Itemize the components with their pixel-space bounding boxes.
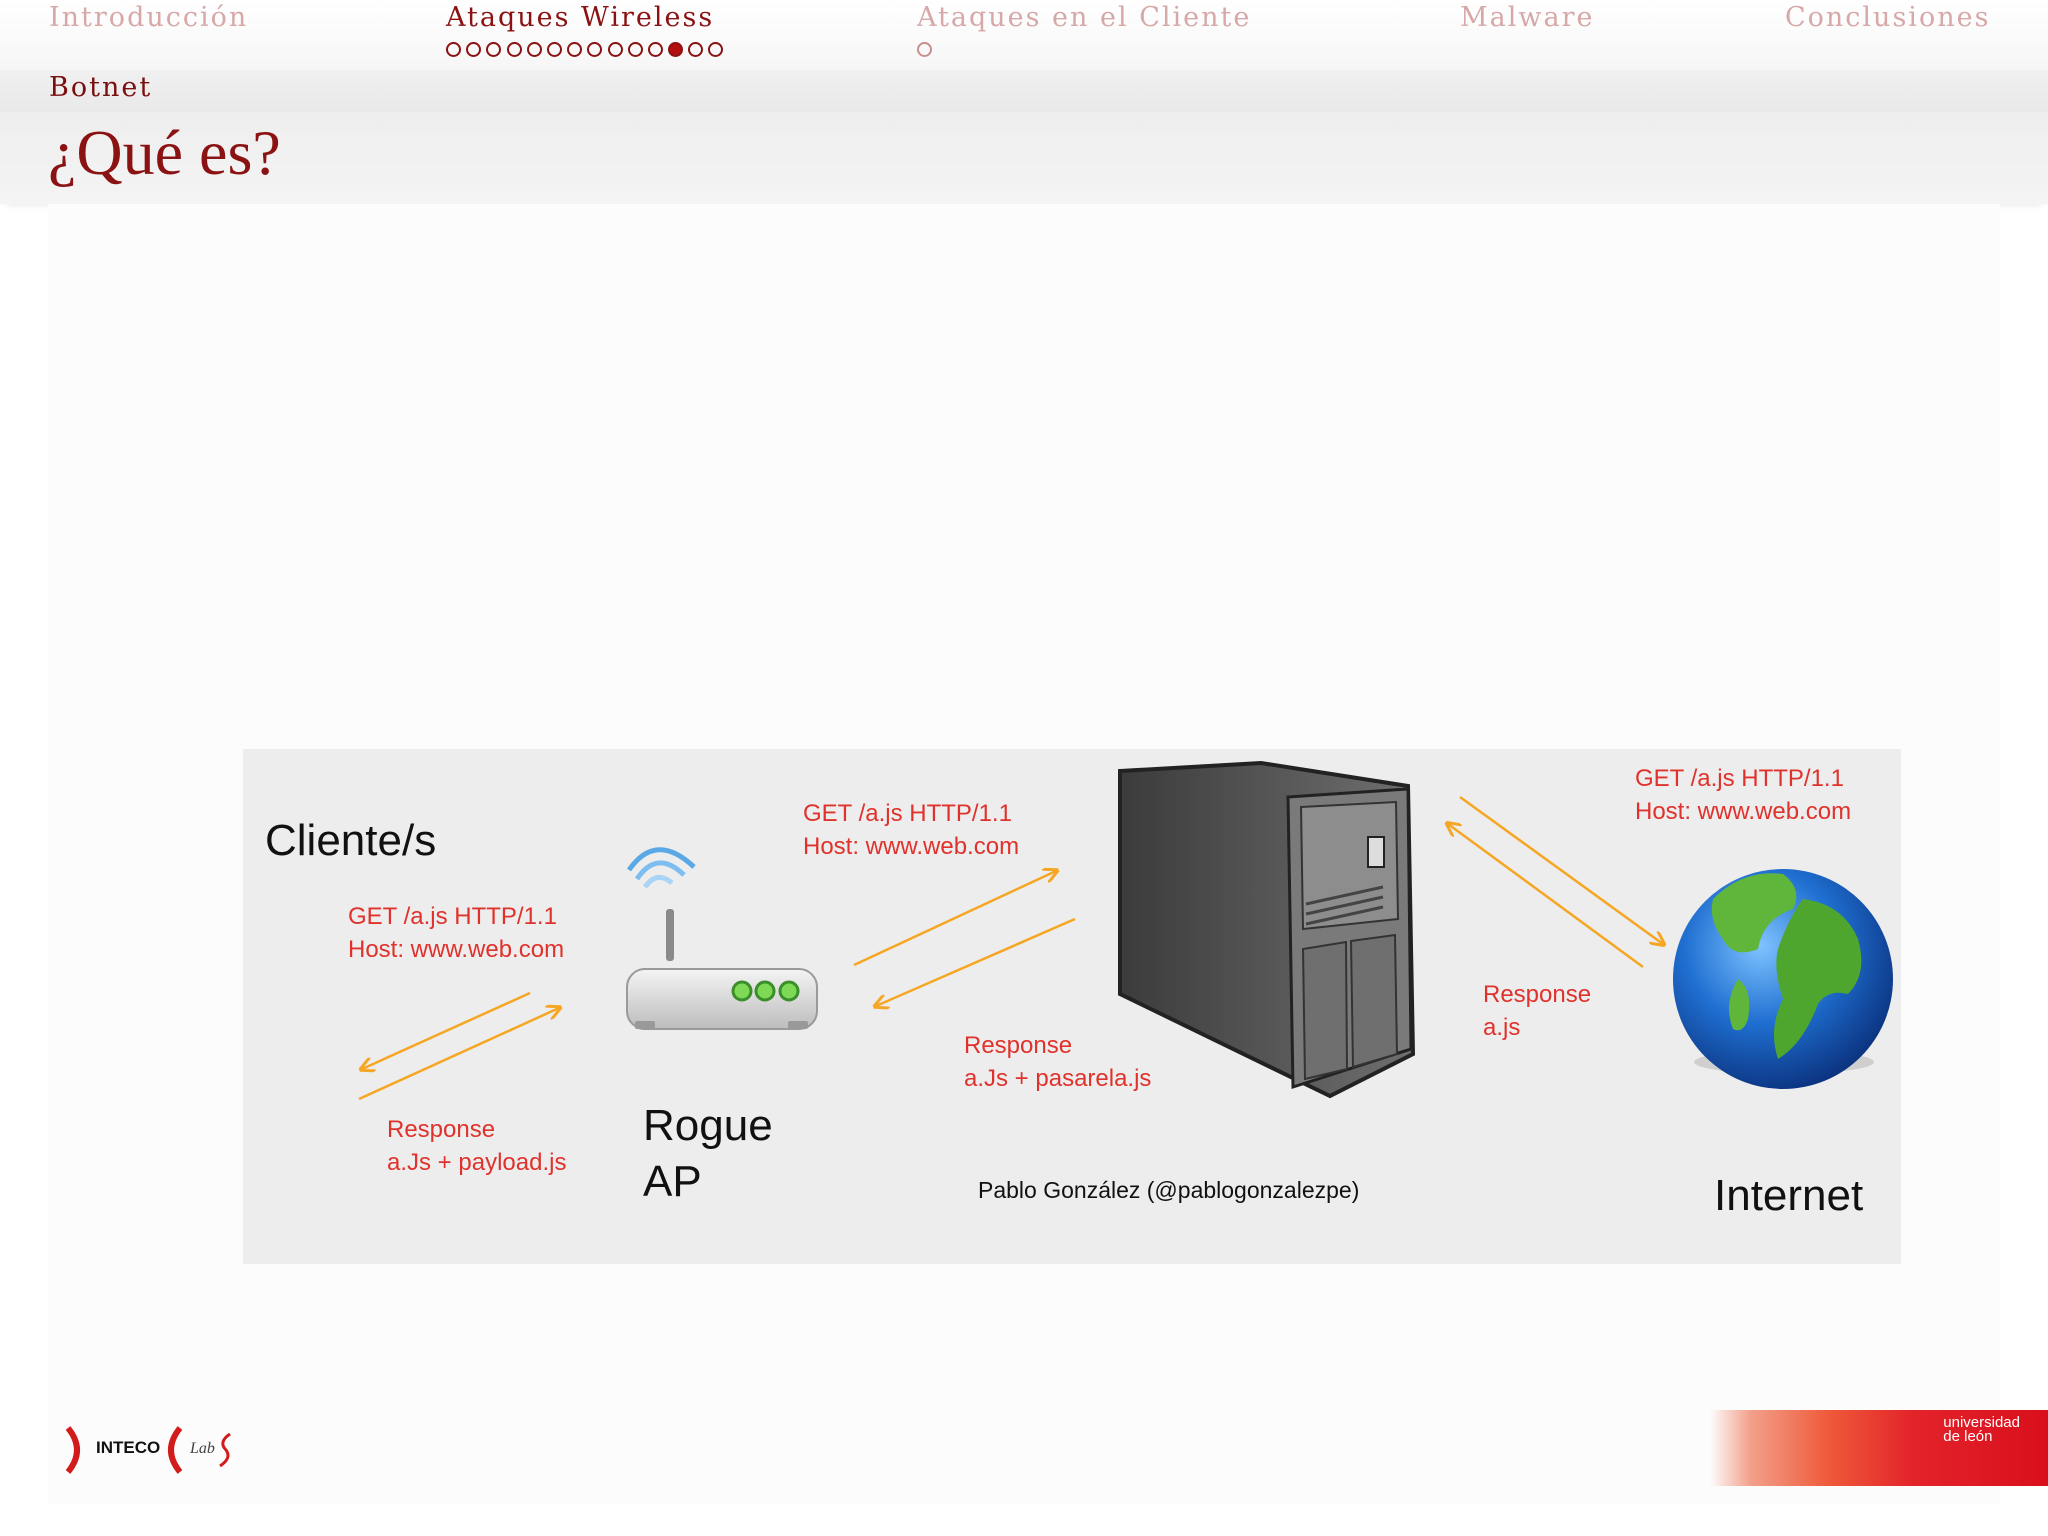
author-credit: Pablo González (@pablogonzalezpe) (978, 1177, 1360, 1203)
internet-response-line2: a.js (1483, 1014, 1521, 1041)
nav-section-label[interactable]: Ataques Wireless (446, 2, 715, 33)
frame-dot[interactable] (446, 42, 461, 57)
inteco-labs-logo: INTECO Lab (60, 1420, 260, 1480)
ap-request-line1: GET /a.js HTTP/1.1 (803, 800, 1012, 827)
arrow-response-left (876, 917, 1076, 1006)
nav-section-introduccion[interactable]: Introducción (49, 0, 248, 70)
inteco-wordmark: INTECO (96, 1438, 161, 1457)
arrow-request-right (358, 1008, 559, 1101)
nav-section-label[interactable]: Malware (1460, 2, 1595, 33)
frame-title: ¿Qué es? (48, 117, 281, 188)
frame-dot[interactable] (668, 42, 684, 57)
arrow-response-left (362, 991, 531, 1069)
subsection-title[interactable]: Botnet (49, 72, 153, 103)
internet-response-line1: Response (1483, 981, 1592, 1008)
arrow-request-right (1459, 795, 1663, 944)
labs-wordmark: Lab (190, 1440, 215, 1457)
frame-dot[interactable] (546, 42, 562, 57)
client-ap-arrows (358, 991, 559, 1101)
slide-content: Cliente/s GET /a.js HTTP/1.1 Host: www.w… (48, 204, 2000, 1504)
client-request-line1: GET /a.js HTTP/1.1 (348, 903, 557, 930)
subsection-bar: Botnet (0, 70, 2048, 112)
universidad-leon-logo: universidad de león (1710, 1410, 2048, 1486)
frame-dot[interactable] (627, 42, 643, 57)
rogue-ap-label-line2: AP (643, 1157, 702, 1206)
nav-section-ataques-cliente[interactable]: Ataques en el Cliente (917, 0, 1251, 70)
frame-dot[interactable] (708, 42, 724, 57)
nav-section-conclusiones[interactable]: Conclusiones (1785, 0, 1990, 70)
client-response-line2: a.Js + payload.js (387, 1149, 567, 1176)
nav-section-ataques-wireless[interactable]: Ataques Wireless (446, 0, 724, 70)
botnet-diagram: Cliente/s GET /a.js HTTP/1.1 Host: www.w… (243, 749, 1901, 1264)
ap-response-line1: Response (964, 1032, 1073, 1059)
frame-title-bar: ¿Qué es? (0, 112, 2048, 204)
parenthesis-icon (65, 1426, 231, 1474)
cliente-label: Cliente/s (265, 816, 437, 865)
rogue-ap-label-line1: Rogue (643, 1101, 773, 1150)
globe-icon (1673, 869, 1893, 1089)
server-internet-arrows (1448, 795, 1663, 969)
ap-response-line2: a.Js + pasarela.js (964, 1065, 1152, 1092)
frame-dot[interactable] (526, 42, 542, 57)
frame-dot[interactable] (486, 42, 502, 57)
nav-section-label[interactable]: Introducción (49, 2, 249, 33)
nav-section-malware[interactable]: Malware (1460, 0, 1594, 70)
uleon-line2: de león (1943, 1428, 1993, 1445)
uleon-line1: universidad (1943, 1414, 2020, 1431)
nav-section-label[interactable]: Conclusiones (1785, 2, 1991, 33)
client-response-line1: Response (387, 1116, 496, 1143)
frame-progress-dots (917, 42, 937, 66)
arrow-response-left (1448, 824, 1644, 969)
nav-section-label[interactable]: Ataques en el Cliente (917, 2, 1252, 33)
internet-label: Internet (1714, 1171, 1864, 1220)
frame-dot[interactable] (567, 42, 583, 57)
ap-request-line2: Host: www.web.com (803, 833, 1020, 860)
frame-dot[interactable] (647, 42, 663, 57)
frame-dot[interactable] (466, 42, 482, 57)
frame-dot[interactable] (587, 42, 603, 57)
router-icon (626, 847, 818, 1030)
ap-server-arrows (853, 871, 1076, 1006)
server-icon (1118, 760, 1416, 1099)
client-request-line2: Host: www.web.com (348, 936, 565, 963)
frame-dot[interactable] (917, 42, 932, 57)
arrow-request-right (853, 871, 1056, 967)
frame-progress-dots (446, 42, 729, 66)
section-navigation: Introducción Ataques Wireless Ataques en… (0, 0, 2048, 70)
uleon-wordmark: universidad de león (1943, 1414, 2020, 1445)
frame-dot[interactable] (506, 42, 522, 57)
internet-request-line2: Host: www.web.com (1635, 798, 1852, 825)
diagram-graphics (243, 749, 1901, 1264)
internet-request-line1: GET /a.js HTTP/1.1 (1635, 765, 1844, 792)
frame-dot[interactable] (607, 42, 623, 57)
frame-dot[interactable] (688, 42, 704, 57)
diagram-background (243, 749, 1901, 1264)
